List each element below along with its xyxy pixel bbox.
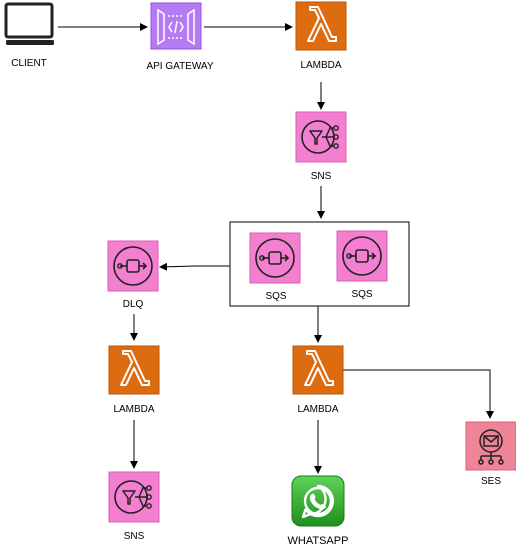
sqs-icon xyxy=(249,232,301,284)
dlq-label: DLQ xyxy=(123,299,144,310)
lambda-mid-label: LAMBDA xyxy=(297,404,338,415)
edge-sqs-group-to-dlq xyxy=(159,262,230,271)
whatsapp-label: WHATSAPP xyxy=(288,535,349,547)
sqs-1-label: SQS xyxy=(265,291,286,302)
api-gateway-label: API GATEWAY xyxy=(146,61,213,72)
client-computer-icon xyxy=(4,2,54,45)
ses-label: SES xyxy=(481,476,501,487)
sqs-icon xyxy=(107,240,159,292)
edge-lambda-mid-to-ses xyxy=(343,369,494,419)
sqs-2-label: SQS xyxy=(351,289,372,300)
sqs-icon xyxy=(336,230,388,282)
dlq-node[interactable]: DLQ xyxy=(107,240,159,310)
sqs-1-node[interactable]: SQS xyxy=(249,232,301,302)
sqs-2-node[interactable]: SQS xyxy=(336,230,388,300)
lambda-mid-node[interactable]: LAMBDA xyxy=(292,345,344,415)
sns-bottom-node[interactable]: SNS xyxy=(108,471,160,542)
lambda-top-label: LAMBDA xyxy=(300,60,341,71)
sns-bottom-label: SNS xyxy=(124,531,145,542)
lambda-left-label: LAMBDA xyxy=(113,404,154,415)
client-label: CLIENT xyxy=(11,58,47,69)
lambda-top-node[interactable]: LAMBDA xyxy=(295,1,347,71)
sns-top-node[interactable]: SNS xyxy=(295,111,347,182)
lambda-left-node[interactable]: LAMBDA xyxy=(108,345,160,415)
sns-top-label: SNS xyxy=(311,171,332,182)
whatsapp-icon xyxy=(291,475,345,527)
api-gateway-node[interactable]: API GATEWAY xyxy=(146,2,214,72)
client-node[interactable]: CLIENT xyxy=(4,2,54,69)
ses-node[interactable]: SES xyxy=(465,421,516,487)
whatsapp-node[interactable]: WHATSAPP xyxy=(288,475,349,547)
edges xyxy=(58,23,494,474)
